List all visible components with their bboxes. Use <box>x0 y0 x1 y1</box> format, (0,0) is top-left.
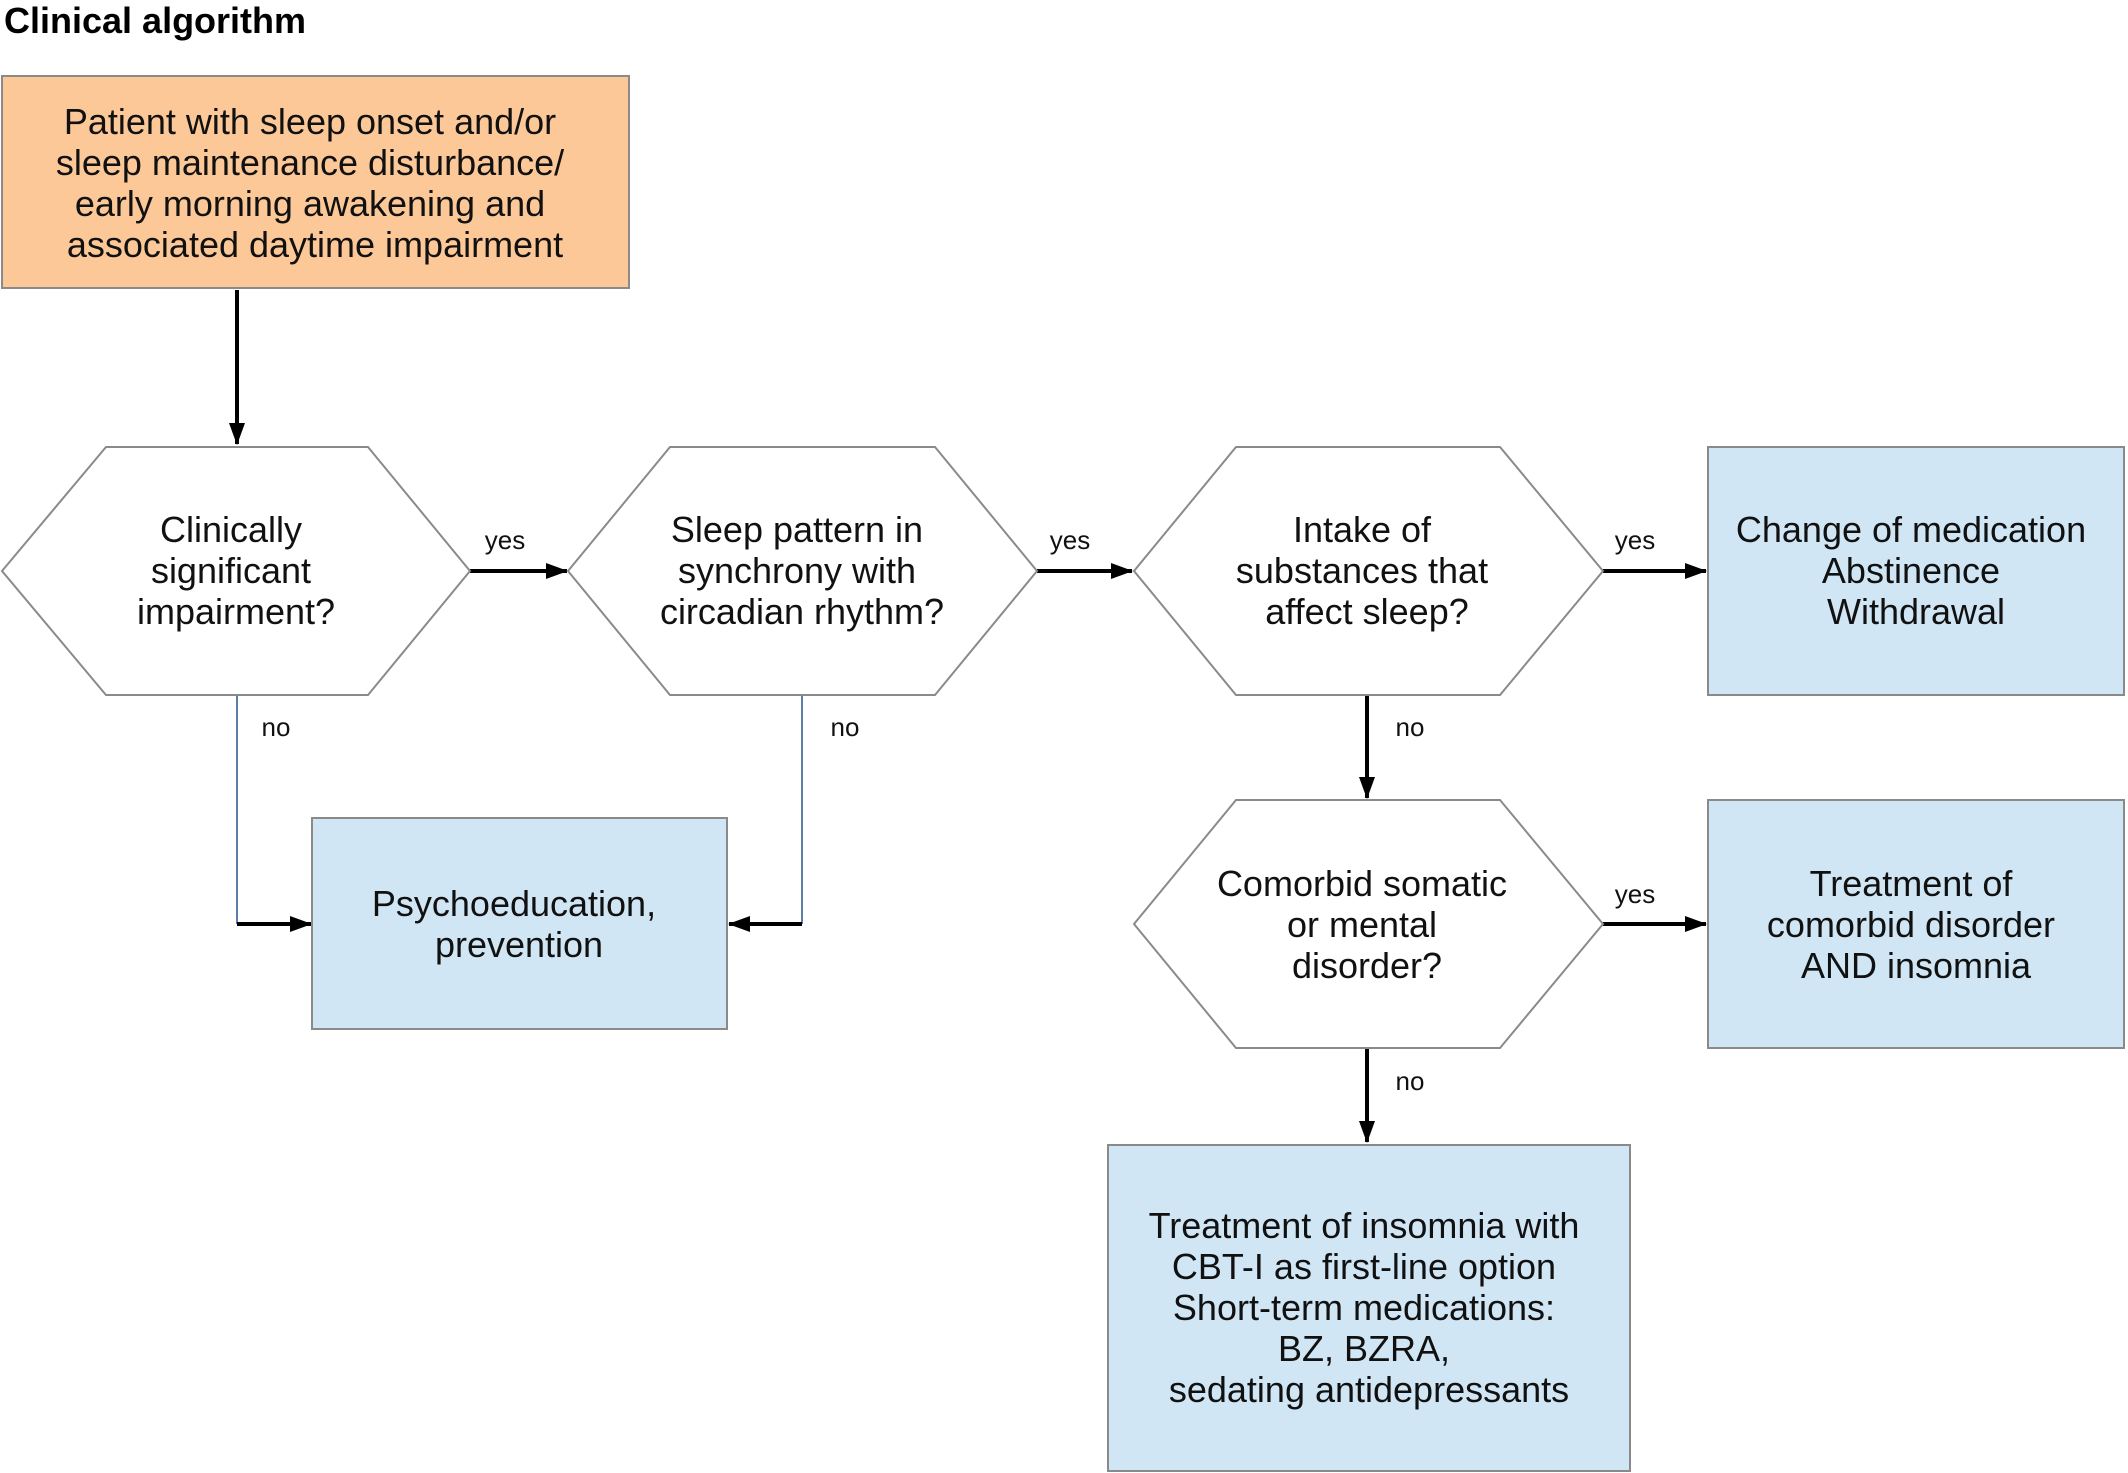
action-psychoeducation-line-1: Psychoeducation, <box>372 883 656 924</box>
action-medication-text: Change of medication Abstinence Withdraw… <box>1736 509 2096 632</box>
decision-circadian: Sleep pattern in synchrony with circadia… <box>566 446 1039 696</box>
label-no-circadian: no <box>831 712 860 742</box>
start-line-4: associated daytime impairment <box>67 224 563 265</box>
decision-substances-text: Intake of substances that affect sleep? <box>1236 509 1498 632</box>
action-comorbid-box <box>1707 799 2125 1049</box>
action-psychoeducation: Psychoeducation, prevention <box>311 817 728 1030</box>
decision-impairment-line-3: impairment? <box>137 591 335 632</box>
decision-substances-line-3: affect sleep? <box>1265 591 1468 632</box>
start-line-3: early morning awakening and <box>75 183 545 224</box>
action-insomnia-line-1: Treatment of insomnia with <box>1149 1205 1580 1246</box>
action-medication-line-2: Abstinence <box>1822 550 2000 591</box>
action-insomnia-line-4: BZ, BZRA, <box>1278 1328 1450 1369</box>
decision-substances: Intake of substances that affect sleep? <box>1132 446 1605 696</box>
action-insomnia-box <box>1107 1144 1631 1472</box>
decision-circadian-shape <box>566 446 1039 696</box>
action-medication-line-1: Change of medication <box>1736 509 2086 550</box>
decision-circadian-line-3: circadian rhythm? <box>660 591 944 632</box>
start-node: Patient with sleep onset and/or sleep ma… <box>1 75 630 289</box>
label-no-comorbid: no <box>1396 1066 1425 1096</box>
label-yes-comorbid: yes <box>1615 879 1655 909</box>
decision-circadian-line-1: Sleep pattern in <box>671 509 923 550</box>
action-psychoeducation-line-2: prevention <box>435 924 603 965</box>
decision-comorbid-line-3: disorder? <box>1292 945 1442 986</box>
decision-impairment-line-2: significant <box>151 550 311 591</box>
label-no-impairment: no <box>262 712 291 742</box>
action-psychoeducation-box <box>311 817 728 1030</box>
start-text: Patient with sleep onset and/or sleep ma… <box>56 101 574 265</box>
decision-comorbid-shape <box>1132 799 1605 1049</box>
decision-comorbid-line-2: or mental <box>1287 904 1437 945</box>
decision-impairment-line-1: Clinically <box>160 509 302 550</box>
start-line-1: Patient with sleep onset and/or <box>64 101 556 142</box>
connectors <box>229 290 1707 1143</box>
decision-impairment: Clinically significant impairment? <box>0 446 472 696</box>
action-comorbid-line-2: comorbid disorder <box>1767 904 2055 945</box>
decision-comorbid: Comorbid somatic or mental disorder? <box>1132 799 1605 1049</box>
action-insomnia-line-5: sedating antidepressants <box>1169 1369 1569 1410</box>
edge-labels: yes yes yes yes no no no no <box>262 525 1656 1096</box>
decision-substances-shape <box>1132 446 1605 696</box>
action-comorbid: Treatment of comorbid disorder AND insom… <box>1707 799 2125 1049</box>
label-yes-impairment: yes <box>485 525 525 555</box>
page-title: Clinical algorithm <box>4 0 307 41</box>
label-no-substances: no <box>1396 712 1425 742</box>
action-comorbid-line-3: AND insomnia <box>1801 945 2032 986</box>
action-medication: Change of medication Abstinence Withdraw… <box>1707 446 2125 696</box>
decision-comorbid-text: Comorbid somatic or mental disorder? <box>1217 863 1517 986</box>
action-comorbid-line-1: Treatment of <box>1810 863 2014 904</box>
action-medication-line-3: Withdrawal <box>1827 591 2005 632</box>
label-yes-substances: yes <box>1615 525 1655 555</box>
start-line-2: sleep maintenance disturbance/ <box>56 142 564 183</box>
action-insomnia-text: Treatment of insomnia with CBT-I as firs… <box>1149 1205 1590 1410</box>
decision-circadian-line-2: synchrony with <box>678 550 916 591</box>
decision-impairment-text: Clinically significant impairment? <box>137 509 335 632</box>
decision-comorbid-line-1: Comorbid somatic <box>1217 863 1507 904</box>
start-box <box>1 75 630 289</box>
decision-substances-line-1: Intake of <box>1293 509 1432 550</box>
label-yes-circadian: yes <box>1050 525 1090 555</box>
action-psychoeducation-text: Psychoeducation, prevention <box>372 883 666 965</box>
action-insomnia-line-2: CBT-I as first-line option <box>1172 1246 1556 1287</box>
decision-circadian-text: Sleep pattern in synchrony with circadia… <box>660 509 944 632</box>
action-insomnia: Treatment of insomnia with CBT-I as firs… <box>1107 1144 1631 1472</box>
decision-substances-line-2: substances that <box>1236 550 1488 591</box>
action-insomnia-line-3: Short-term medications: <box>1173 1287 1555 1328</box>
action-comorbid-text: Treatment of comorbid disorder AND insom… <box>1767 863 2065 986</box>
decision-impairment-shape <box>0 446 472 696</box>
action-medication-box <box>1707 446 2125 696</box>
